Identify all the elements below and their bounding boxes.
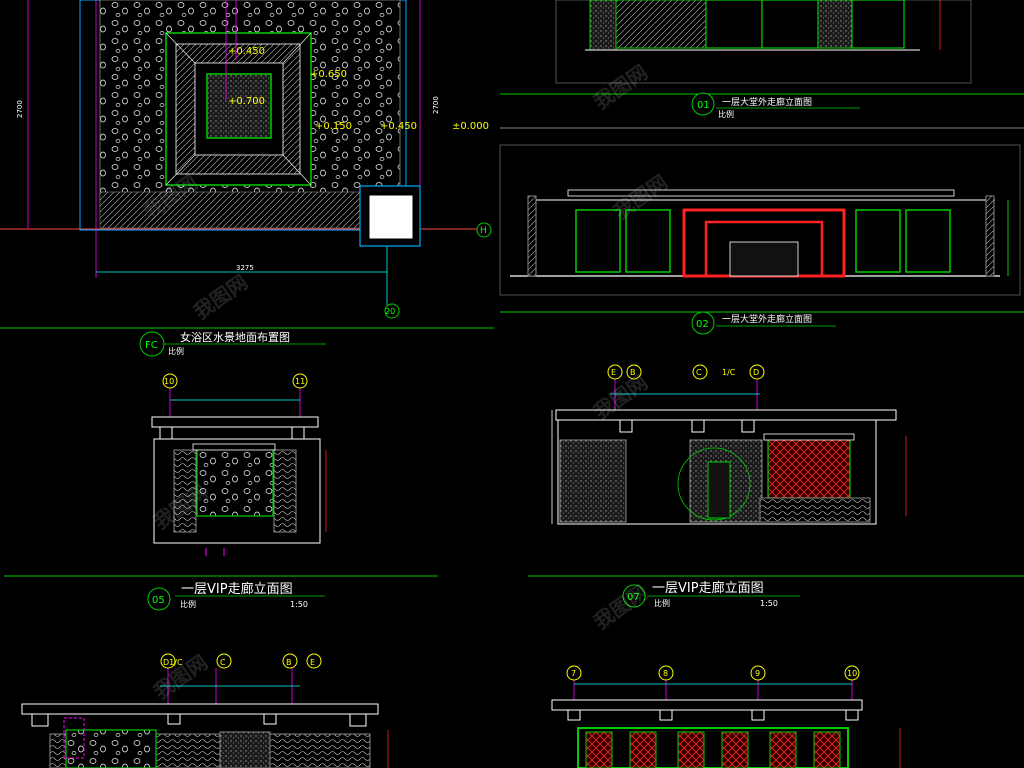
dim-height-right: 2700 [432,96,440,114]
panel-07-scale-value: 1:50 [760,599,778,608]
watermark-4: 我图网 [189,270,252,324]
level-label-4: +0.150 [315,121,352,132]
panel-05-badge [147,587,171,611]
axis-label-c: C [696,368,702,377]
axis-bubble-d1c [160,653,176,669]
panel-01-elevation [555,0,972,84]
panel-07-title: 一层VIP走廊立面图 [652,580,764,596]
panel-02-title: 一层大堂外走廊立面图 [722,313,812,325]
axis-bubble-c [692,364,708,380]
axis-bubble-9 [750,665,766,681]
axis-label-d1c: D1/C [163,658,183,667]
axis-bubble-bl-b [282,653,298,669]
panel-01-title: 一层大堂外走廊立面图 [722,96,812,108]
axis-label-1c: 1/C [722,368,736,377]
level-label-2: +0.650 [310,69,347,80]
panel-01-scale-label: 比例 [718,109,734,119]
axis-label-b: B [630,368,636,377]
axis-label-7: 7 [571,669,576,678]
axis-label-10: 10 [164,377,174,386]
panel-02-badge-text: 02 [696,319,709,330]
axis-label-bl-b: B [286,658,292,667]
axis-bubble-bl-c [216,653,232,669]
axis-bubble-8 [658,665,674,681]
panel-bottom-right-elevation [551,678,901,768]
axis-bubble-e [607,364,623,380]
axis-bubble-7 [566,665,582,681]
panel-05-title: 一层VIP走廊立面图 [181,581,293,597]
panel-05-scale-value: 1:50 [290,600,308,609]
level-label-6: ±0.000 [452,121,489,132]
level-label-3: +0.700 [228,96,265,107]
axis-label-20: 20 [385,307,395,316]
axis-bubble-b [626,364,642,380]
panel-07-badge-text: 07 [627,592,640,603]
level-label-1: +0.450 [228,46,265,57]
watermark-2: 我图网 [589,60,652,114]
axis-label-11: 11 [295,377,305,386]
panel-fc-badge [139,331,165,357]
panel-05-elevation [151,374,327,556]
panel-07-elevation [551,372,907,525]
axis-bubble-h [476,222,492,238]
axis-bubble-20 [384,303,400,319]
axis-label-e: E [611,368,616,377]
panel-05-scale-label: 比例 [180,599,196,609]
panel-bottom-left-elevation [21,668,389,768]
dim-height-left: 2700 [16,100,24,118]
panel-02-badge [691,311,715,335]
axis-bubble-11 [292,373,308,389]
axis-label-bl-c: C [220,658,226,667]
panel-fc-title: 女浴区水景地面布置图 [180,330,290,344]
axis-label-br-10: 10 [847,669,857,678]
axis-bubble-10 [162,373,178,389]
panel-fc-badge-text: FC [145,340,158,351]
axis-label-9: 9 [755,669,760,678]
panel-fc-floor-plan [0,0,490,305]
panel-01-badge-text: 01 [697,100,710,111]
panel-02-elevation [499,144,1021,296]
axis-bubble-d [749,364,765,380]
panel-07-badge [622,584,646,608]
axis-label-d: D [753,368,759,377]
dim-width: 3275 [236,264,254,272]
axis-label-bl-e: E [310,658,315,667]
axis-label-8: 8 [663,669,668,678]
panel-07-scale-label: 比例 [654,598,670,608]
level-label-5: +0.450 [380,121,417,132]
watermark-7: 我图网 [589,580,652,634]
panel-fc-scale-label: 比例 [168,346,184,356]
panel-01-badge [691,92,715,116]
panel-05-badge-text: 05 [152,595,165,606]
axis-label-h: H [480,226,487,236]
axis-bubble-br-10 [844,665,860,681]
axis-bubble-bl-e [306,653,322,669]
